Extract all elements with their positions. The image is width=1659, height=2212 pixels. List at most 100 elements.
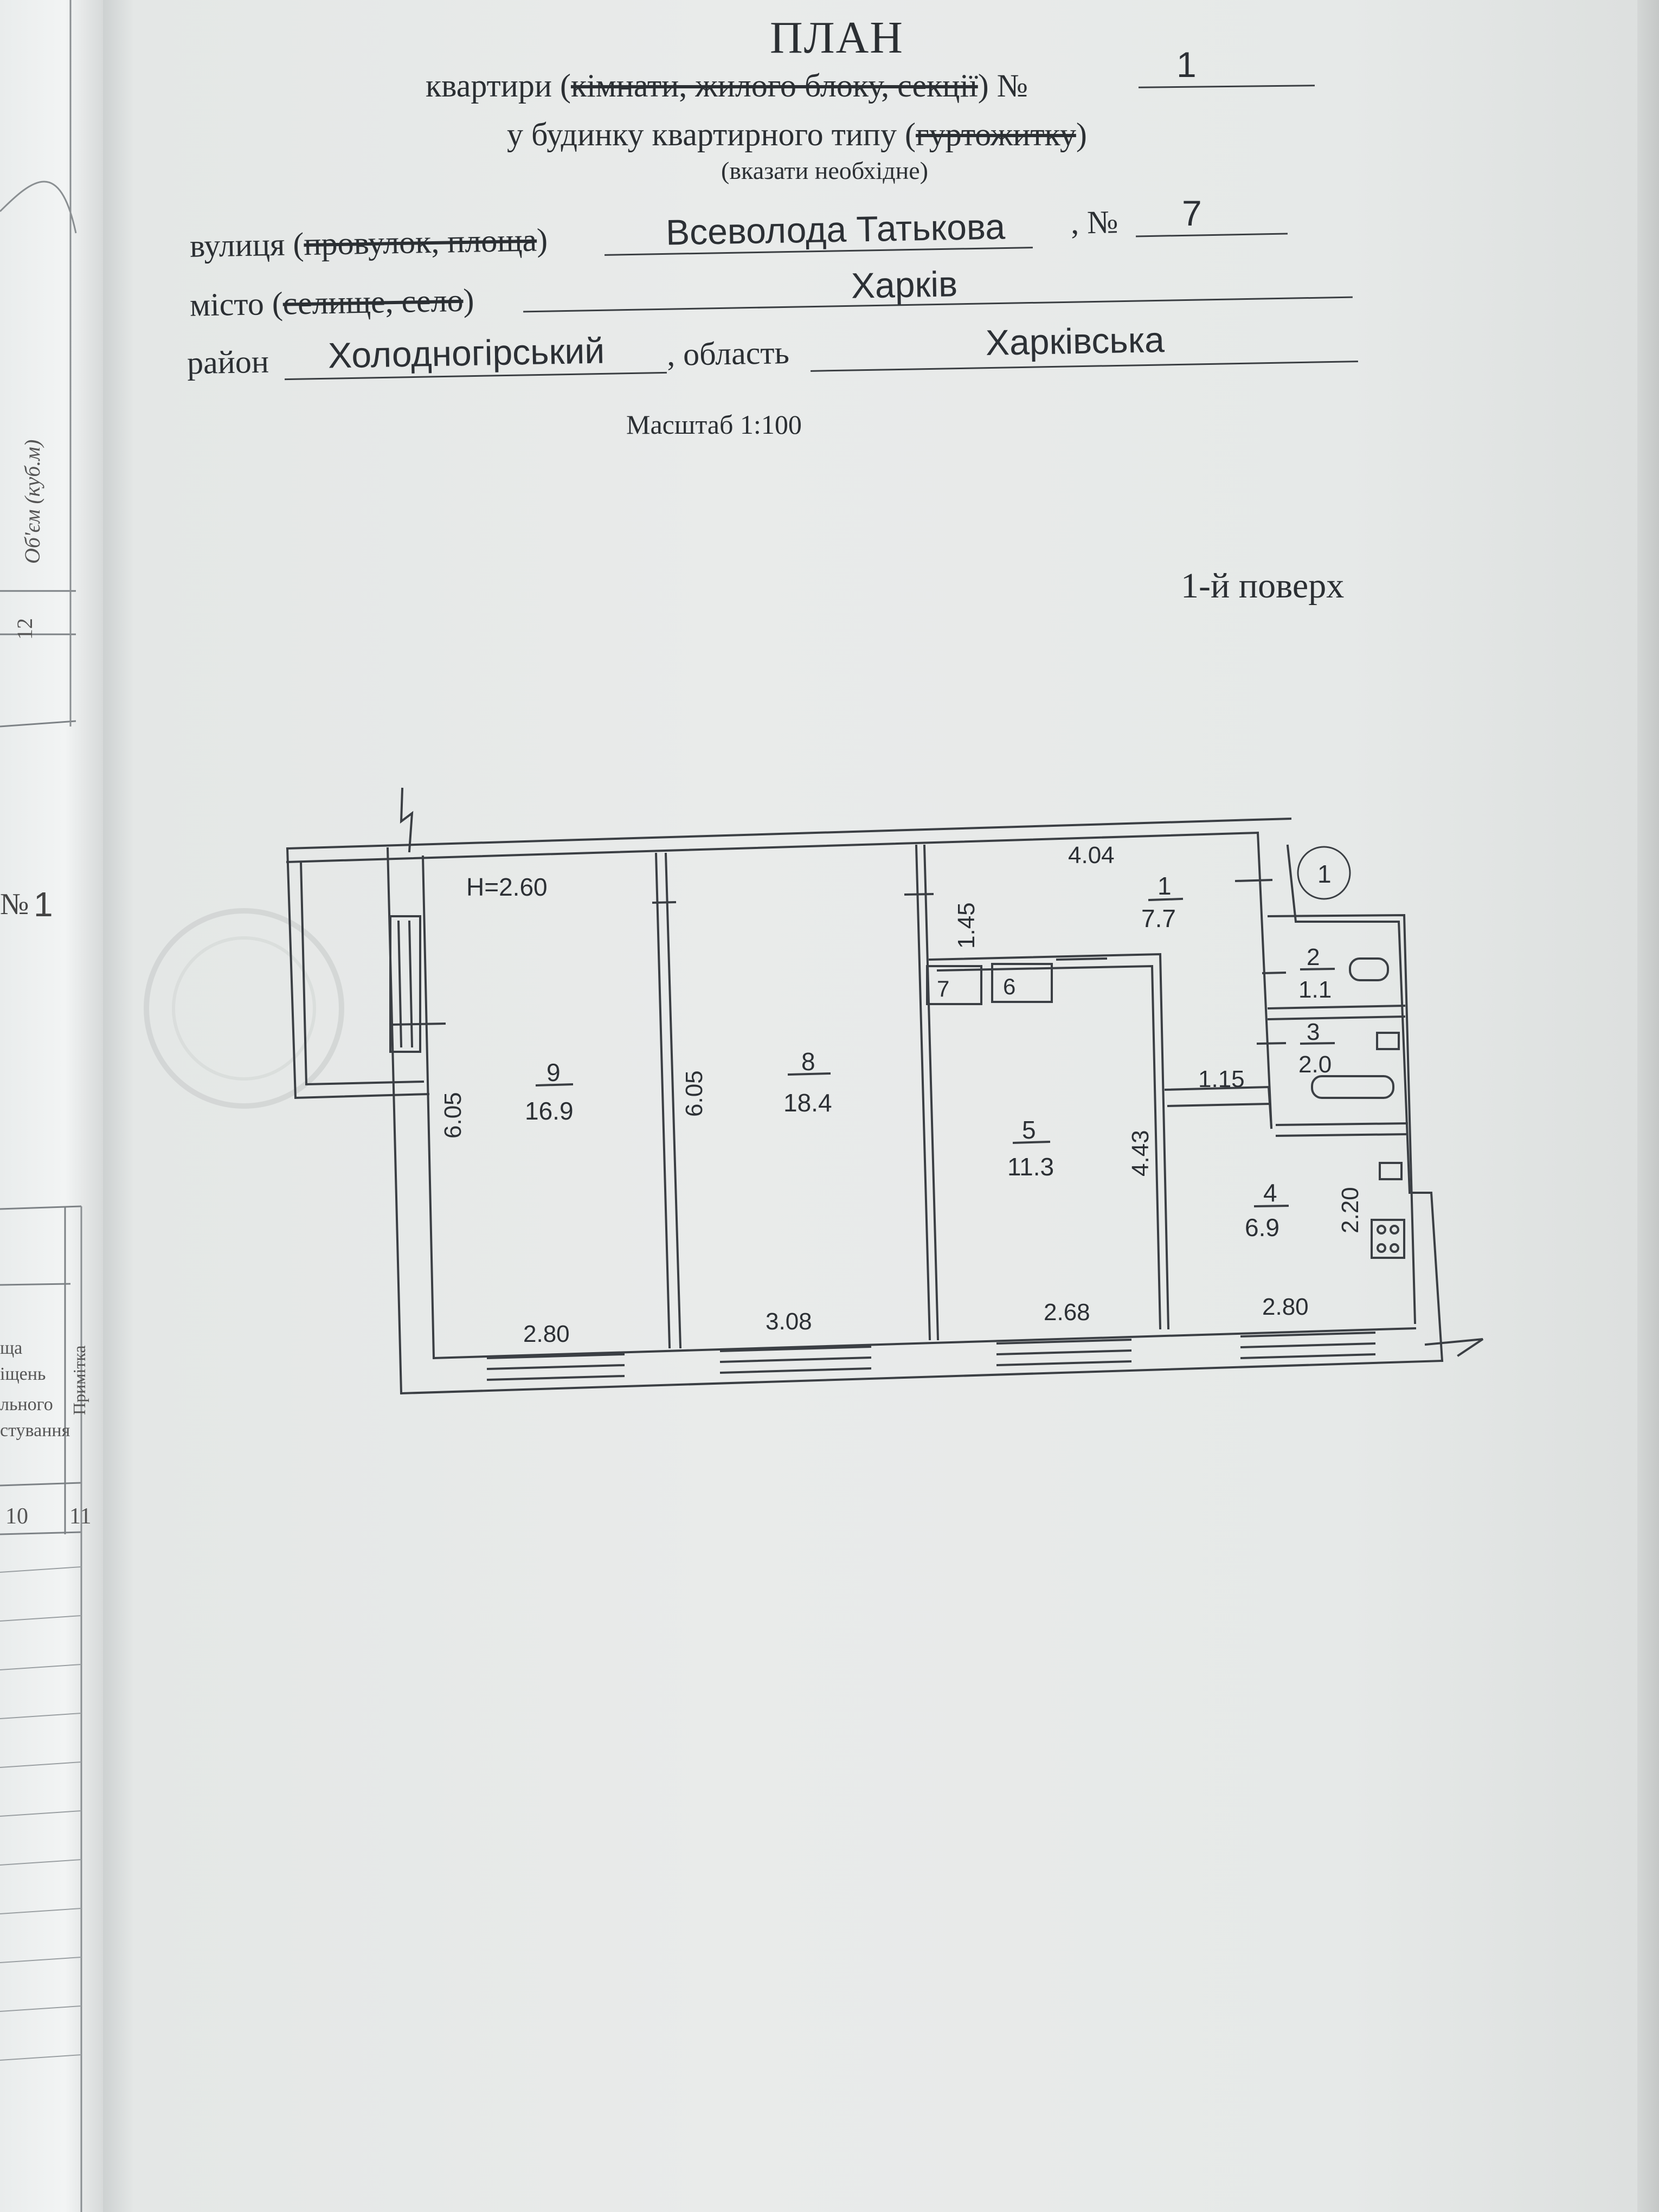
dim-115: 1.15 [1198, 1066, 1245, 1092]
wall-hall-kitchen-b [1167, 1102, 1270, 1108]
dim-605-room9: 6.05 [440, 1092, 466, 1139]
left-col-text-1: ща [0, 1338, 23, 1358]
height-label: H=2.60 [466, 873, 548, 901]
door-tick-2 [904, 892, 934, 896]
wall-room9-room8 [654, 852, 671, 1349]
wall-closets-b [936, 964, 1162, 1330]
stove [1371, 1219, 1405, 1259]
room-2-area: 1.1 [1298, 976, 1332, 1003]
dim-404: 4.04 [1068, 842, 1115, 869]
apartment-line-suffix: ) № [978, 68, 1028, 104]
scale-label: Масштаб 1:100 [626, 409, 802, 440]
bath-block-wall [1267, 914, 1417, 1324]
page-title: ПЛАН [770, 12, 904, 63]
outer-wall-top [286, 817, 1292, 850]
apartment-line: квартири (кімнати, жилого блоку, секції)… [426, 69, 1028, 102]
room-5-number: 5 [1022, 1116, 1036, 1144]
apartment-line-prefix: квартири ( [426, 68, 571, 104]
bathtub-fixture [1311, 1075, 1394, 1099]
room-7-number: 7 [937, 976, 949, 1001]
page-edge [1637, 0, 1659, 2212]
wall-wc-bath [1267, 1004, 1406, 1010]
room-6-number: 6 [1003, 974, 1015, 999]
wall-bath-bottom-b [1275, 1133, 1409, 1137]
wall-room8-room5 [915, 844, 931, 1341]
balcony [286, 847, 430, 1099]
wall-bath-bottom [1275, 1122, 1409, 1127]
break-mark-right [1424, 1338, 1484, 1357]
house-value: 7 [1182, 193, 1202, 233]
window-room5 [996, 1338, 1132, 1367]
outer-wall-top-inner [286, 831, 1259, 864]
floor-label: 1-й поверх [1181, 566, 1345, 606]
dim-280-kitchen: 2.80 [1262, 1294, 1309, 1320]
dim-220: 2.20 [1337, 1187, 1364, 1233]
window-room8 [719, 1345, 872, 1374]
left-col-text-4: стування [0, 1420, 70, 1441]
room-8-number: 8 [801, 1047, 815, 1076]
room-4-number: 4 [1263, 1179, 1277, 1207]
outer-wall-right [1256, 831, 1273, 1129]
room-3-area: 2.0 [1298, 1051, 1332, 1078]
break-mark-top [400, 787, 414, 853]
left-page-table [0, 0, 82, 2212]
closet-7 [926, 965, 982, 1005]
door-tick-1 [652, 901, 677, 904]
room-1-number: 1 [1158, 872, 1172, 900]
dim-268: 2.68 [1044, 1299, 1090, 1326]
room-5-area: 11.3 [1007, 1153, 1054, 1181]
building-line-struck: гуртожитку [916, 117, 1076, 152]
wall-room8-room5-b [923, 844, 940, 1341]
wall-closets [928, 953, 1170, 1330]
room-3-number: 3 [1307, 1019, 1320, 1045]
building-line-suffix: ) [1076, 117, 1087, 152]
outer-wall-right-outer [1286, 844, 1444, 1362]
dim-280-room9: 2.80 [523, 1321, 570, 1347]
wall-wc-bath-b [1267, 1015, 1406, 1021]
dim-443: 4.43 [1127, 1130, 1154, 1176]
building-type-line: у будинку квартирного типу (гуртожитку) [507, 118, 1087, 151]
outer-wall-bottom-inner [432, 1327, 1417, 1360]
left-no-label: № [0, 888, 29, 921]
apartment-line-struck: кімнати, жилого блоку, секції [570, 68, 978, 104]
kitchen-sink [1379, 1162, 1403, 1180]
room-9-number: 9 [546, 1058, 561, 1086]
left-adjacent-page [0, 0, 108, 2212]
specify-note: (вказати необхідне) [721, 157, 928, 184]
window-room9 [486, 1353, 625, 1381]
wall-room9-room8-b [664, 852, 682, 1349]
door-tick-5 [1256, 1041, 1287, 1045]
door-tick-3 [1234, 878, 1273, 883]
dim-308: 3.08 [766, 1308, 812, 1335]
closet-6 [991, 963, 1053, 1003]
outer-wall-left-inner [421, 855, 435, 1360]
window-kitchen [1240, 1331, 1376, 1360]
faint-stamp [144, 908, 344, 1109]
outer-wall-bottom [400, 1359, 1444, 1395]
dim-605-room8: 6.05 [681, 1070, 708, 1117]
section-marker-label: 1 [1317, 860, 1332, 888]
left-col-text-2: іщень [0, 1364, 46, 1384]
balcony-door [389, 915, 421, 1053]
section-marker-circle [1297, 846, 1351, 900]
left-no-value: 1 [34, 885, 53, 924]
sink-fixture [1376, 1032, 1400, 1050]
building-line-prefix: у будинку квартирного типу ( [507, 117, 916, 152]
room-9-area: 16.9 [525, 1097, 574, 1125]
dim-145: 1.45 [953, 902, 980, 949]
apartment-no-value: 1 [1176, 44, 1197, 85]
left-col-text-3: льного [0, 1394, 53, 1414]
wall-hall-kitchen [1164, 1085, 1273, 1129]
room-8-area: 18.4 [783, 1089, 832, 1117]
room-4-area: 6.9 [1245, 1213, 1279, 1242]
left-col-10: 10 [5, 1504, 28, 1529]
balcony-inner [299, 860, 425, 1086]
door-tick-7 [1056, 957, 1108, 961]
room-2-number: 2 [1307, 944, 1320, 970]
main-page [103, 0, 1659, 2212]
room-1-area: 7.7 [1141, 904, 1176, 933]
wc-fixture [1349, 957, 1389, 981]
door-tick-6 [389, 1022, 446, 1026]
